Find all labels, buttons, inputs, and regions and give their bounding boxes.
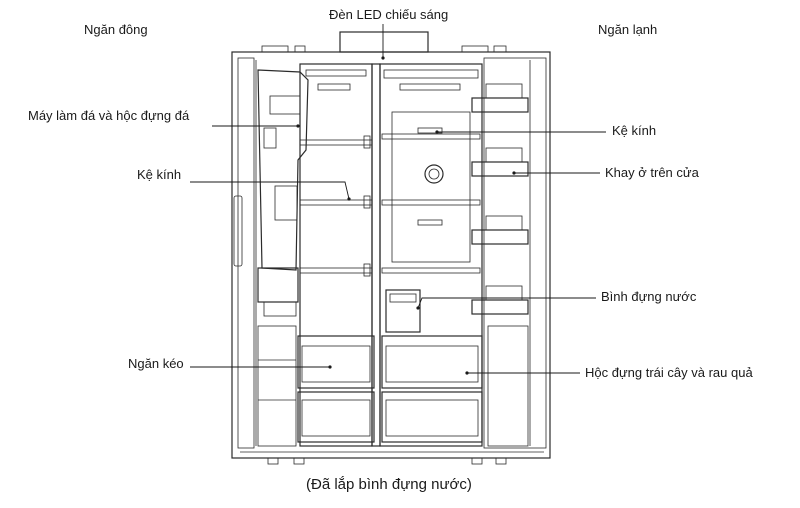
refrigerator-cabinet [231, 31, 551, 465]
label-ice-maker: Máy làm đá và hộc đựng đá [28, 108, 190, 123]
label-glass-shelf-left: Kệ kính [137, 167, 182, 182]
label-fridge: Ngăn lạnh [598, 22, 658, 37]
leader-lines [190, 24, 606, 375]
fridge-door [471, 57, 547, 449]
label-drawer: Ngăn kéo [128, 356, 184, 371]
fridge-compartment [379, 63, 483, 447]
label-door-tray: Khay ở trên cửa [605, 165, 699, 180]
leader-glass-shelf-left [190, 181, 350, 200]
leader-water-tank [417, 297, 596, 309]
label-freezer: Ngăn đông [84, 22, 148, 37]
freezer-door [233, 57, 309, 449]
label-glass-shelf-right: Kệ kính [612, 123, 657, 138]
label-crisper: Hộc đựng trái cây và rau quả [585, 365, 753, 380]
freezer-compartment [297, 63, 375, 447]
label-water-tank: Bình đựng nước [601, 289, 697, 304]
diagram-caption: (Đã lắp bình đựng nước) [306, 476, 472, 493]
label-led-lighting: Đèn LED chiếu sáng [329, 7, 449, 22]
center-divider [371, 63, 381, 447]
